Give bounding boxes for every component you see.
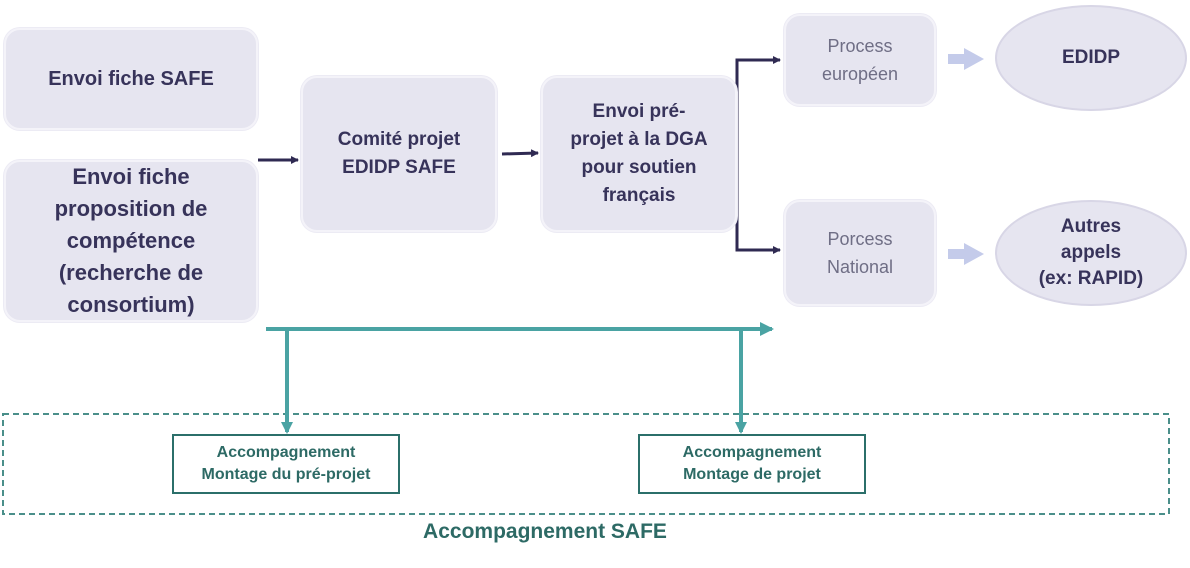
arrow-to-edidp [948,48,984,70]
autres-appels-ellipse: Autres appels (ex: RAPID) [995,200,1187,306]
envoi-fiche-proposition-box: Envoi fiche proposition de compétence (r… [4,160,258,322]
accompagnement-pre-projet-box: Accompagnement Montage du pré-projet [172,434,400,494]
process-europeen-label: Process européen [821,36,899,84]
process-europeen-box: Process européen [784,14,936,106]
envoi-fiche-proposition-label: Envoi fiche proposition de compétence (r… [54,164,208,317]
edidp-label: EDIDP [1061,47,1121,68]
comite-projet-label: Comité projet EDIDP SAFE [337,129,461,178]
comite-projet-box: Comité projet EDIDP SAFE [301,76,497,232]
autres-appels-label: Autres appels (ex: RAPID) [1038,216,1144,289]
accompagnement-frame [2,413,1170,515]
envoi-pre-projet-box: Envoi pré- projet à la DGA pour soutien … [541,76,737,232]
arrow-branch-national [735,148,781,254]
process-national-box: Porcess National [784,200,936,306]
envoi-pre-projet-label: Envoi pré- projet à la DGA pour soutien … [570,101,708,206]
edidp-ellipse: EDIDP [995,5,1187,111]
process-national-label: Porcess National [826,229,894,277]
accompagnement-pre-projet-label: Accompagnement Montage du pré-projet [201,444,371,483]
envoi-fiche-safe-label: Envoi fiche SAFE [48,68,214,90]
arrow-branch-europeen [735,56,781,148]
accompagnement-projet-label: Accompagnement Montage de projet [682,444,822,483]
accompagnement-safe-title: Accompagnement SAFE [423,520,667,543]
envoi-fiche-safe-box: Envoi fiche SAFE [4,28,258,130]
arrow-to-autres-appels [948,243,984,265]
arrow-to-envoi-pre-projet [501,149,539,158]
accompagnement-projet-box: Accompagnement Montage de projet [638,434,866,494]
